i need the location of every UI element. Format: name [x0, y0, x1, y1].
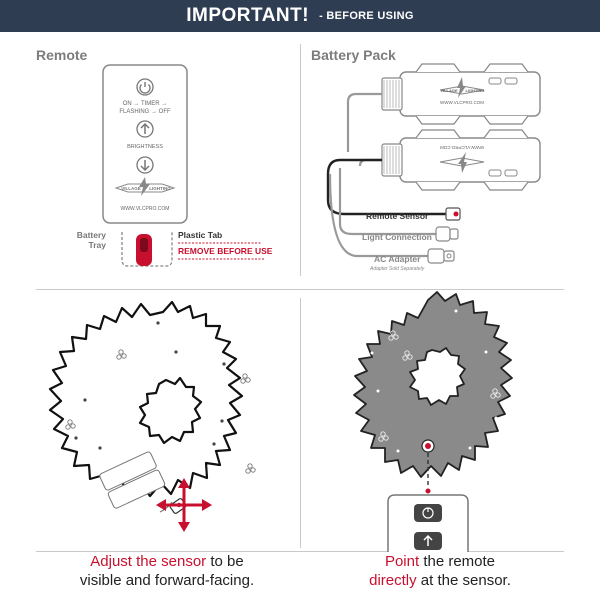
ac-adapter-plug	[427, 248, 455, 264]
svg-text:LIGHTING: LIGHTING	[149, 186, 171, 191]
battery-tray-label-2: Tray	[89, 240, 107, 250]
caption-adjust-text: to be	[206, 553, 244, 570]
divider-vertical-top	[300, 44, 301, 276]
brightness-label: BRIGHTNESS	[127, 144, 163, 150]
remote-illustration: ON → TIMER → FLASHING → OFF BRIGHTNESS V…	[77, 64, 273, 267]
remote-top-sketch	[387, 494, 469, 552]
battery-tray-label: Battery	[77, 230, 107, 240]
remote-sensor-label: Remote Sensor	[366, 211, 429, 221]
remove-before-use-label: REMOVE BEFORE USE	[178, 246, 273, 256]
battery-pack-top: VILLAGE LIGHTING WWW.VLCPRO.COM	[381, 63, 541, 125]
caption-point-text-2: at the sensor.	[416, 572, 511, 589]
remote-section-label: Remote	[36, 47, 88, 63]
caption-point: Point the remote directly at the sensor.	[305, 552, 575, 590]
svg-text:WWW.VLCPRO.COM: WWW.VLCPRO.COM	[440, 100, 484, 105]
svg-text:VILLAGE: VILLAGE	[440, 88, 458, 93]
adjust-arrows-icon	[156, 478, 212, 532]
header-subtitle: - BEFORE USING	[319, 10, 414, 22]
divider-vertical-bottom	[300, 298, 301, 548]
light-connection-label: Light Connection	[362, 232, 432, 242]
svg-text:WWW.VLCPRO.COM: WWW.VLCPRO.COM	[440, 145, 484, 150]
remote-body	[102, 64, 188, 224]
light-connection-plug	[435, 226, 459, 242]
remote-sensor-plug	[445, 207, 461, 221]
caption-adjust-highlight: Adjust the sensor	[90, 553, 207, 570]
caption-point-highlight-2: directly	[369, 572, 417, 589]
sensor-icon	[421, 439, 435, 453]
battery-pack-illustration: VILLAGE LIGHTING WWW.VLCPRO.COM WWW.VLCP…	[326, 63, 541, 272]
caption-point-highlight: Point	[384, 553, 420, 570]
wreath-outline-illustration	[48, 300, 256, 532]
remote-website: WWW.VLCPRO.COM	[121, 206, 170, 212]
caption-point-text: the remote	[419, 553, 496, 570]
plastic-tab-label: Plastic Tab	[178, 230, 222, 240]
ac-adapter-cable	[328, 148, 428, 258]
divider-horizontal-bottom	[36, 551, 564, 552]
caption-adjust: Adjust the sensor to be visible and forw…	[32, 552, 302, 590]
on-timer-label: ON → TIMER →	[123, 101, 168, 107]
battery-section-label: Battery Pack	[311, 47, 396, 63]
wreath-filled-illustration	[353, 291, 514, 552]
light-connection-cable	[338, 168, 438, 236]
svg-text:LIGHTING: LIGHTING	[465, 88, 484, 93]
village-lighting-logo: VILLAGE LIGHTING	[114, 177, 176, 196]
remote-sensor-cable	[326, 158, 450, 216]
svg-text:VILLAGE: VILLAGE	[121, 186, 141, 191]
caption-adjust-line2: visible and forward-facing.	[79, 572, 255, 589]
wreath-gray-hole	[409, 347, 466, 406]
adapter-note: Adapter Sold Separately	[369, 266, 425, 272]
header-bar: IMPORTANT! - BEFORE USING	[0, 0, 600, 32]
header-title: IMPORTANT!	[186, 5, 310, 26]
remote-emitter-dot	[425, 488, 431, 494]
battery-pack-sketch	[99, 451, 166, 509]
flashing-off-label: FLASHING → OFF	[119, 109, 171, 115]
battery-pack-bottom: WWW.VLCPRO.COM	[381, 129, 541, 191]
divider-horizontal-middle	[36, 289, 564, 290]
wreath-inner-ring	[138, 376, 203, 445]
ac-adapter-label: AC Adapter	[374, 254, 421, 264]
